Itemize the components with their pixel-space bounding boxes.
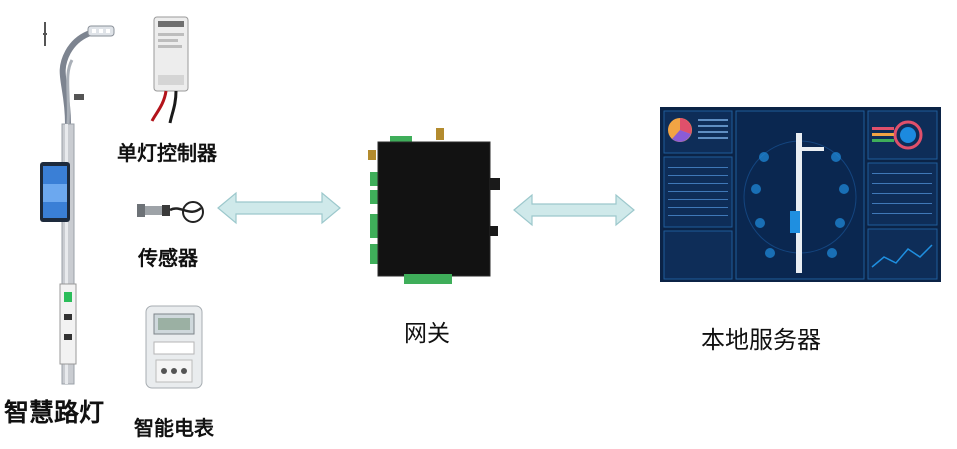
gateway-box-icon (364, 128, 504, 290)
server-label: 本地服务器 (701, 326, 821, 354)
meter-label: 智能电表 (134, 416, 214, 440)
bidirectional-arrow-icon (216, 191, 342, 225)
electric-meter-icon (144, 304, 204, 390)
controller-module-icon (146, 15, 196, 125)
pole-label: 智慧路灯 (4, 398, 105, 427)
sensor-probe-icon (135, 190, 207, 230)
sensor-label: 传感器 (138, 246, 198, 270)
bidirectional-arrow-icon-2 (512, 193, 636, 227)
dashboard-screen-icon (660, 107, 941, 282)
street-light-pole-icon (28, 14, 118, 394)
controller-label: 单灯控制器 (117, 141, 217, 165)
gateway-label: 网关 (404, 321, 450, 347)
